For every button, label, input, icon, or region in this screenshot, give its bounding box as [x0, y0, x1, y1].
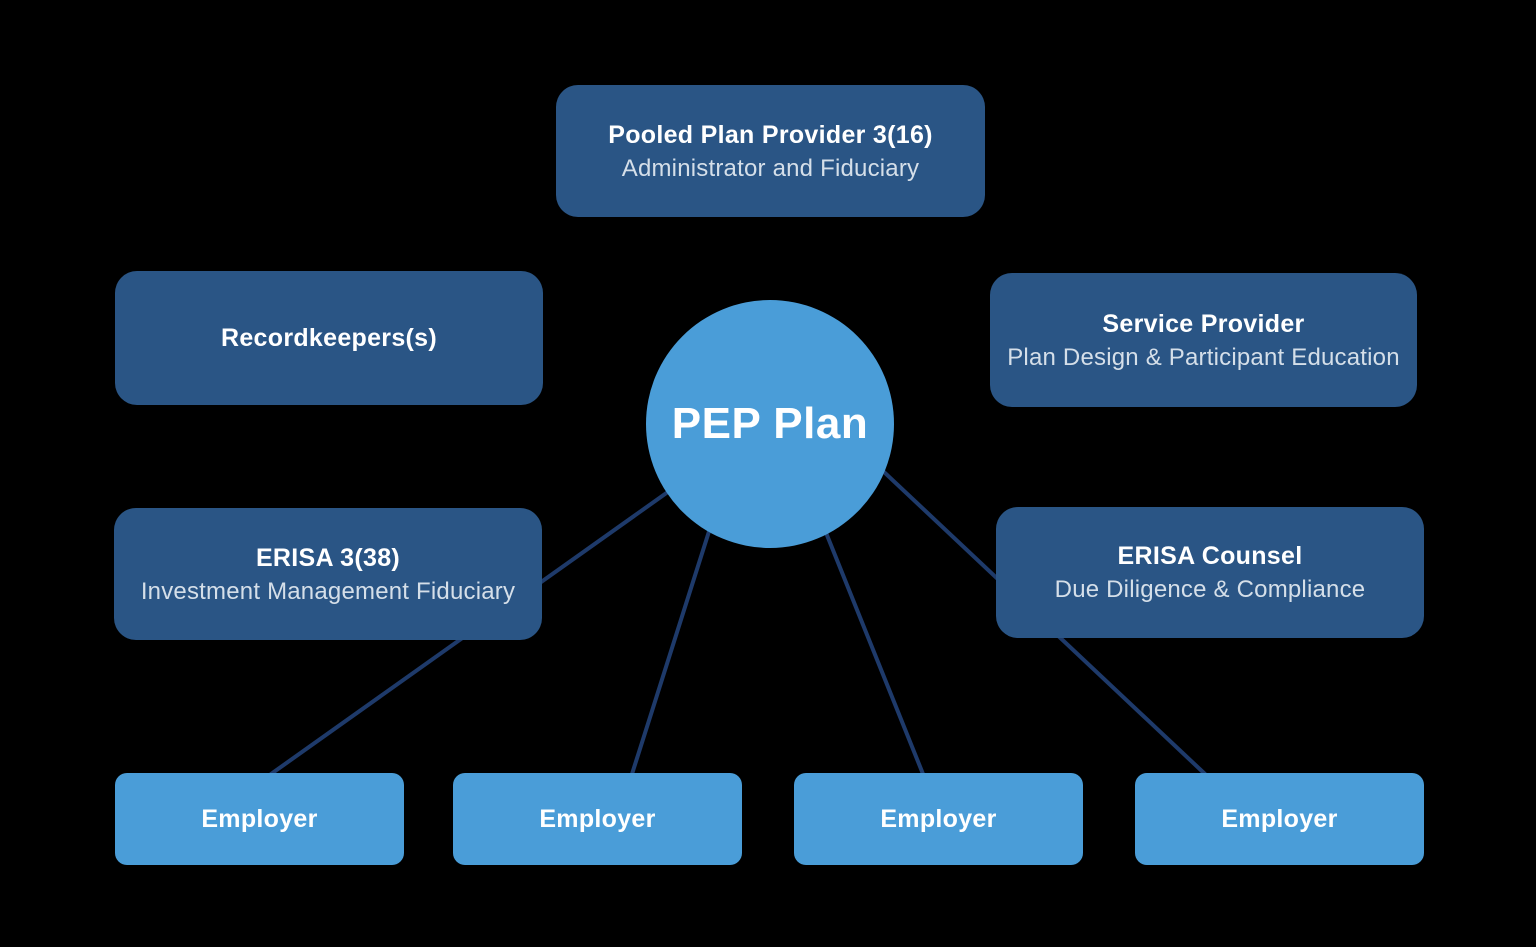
node-title: ERISA Counsel — [1117, 542, 1303, 570]
employer-label: Employer — [539, 804, 656, 833]
pep-plan-label: PEP Plan — [671, 399, 869, 448]
node-title: Service Provider — [1102, 309, 1305, 338]
node-subtitle: Administrator and Fiduciary — [621, 154, 920, 182]
node-service-provider: Service Provider Plan Design & Participa… — [990, 273, 1417, 407]
node-title: Pooled Plan Provider 3(16) — [608, 120, 933, 149]
node-subtitle: Plan Design & Participant Education — [1007, 343, 1400, 371]
node-subtitle: Due Diligence & Compliance — [1054, 576, 1366, 603]
employer-label: Employer — [1221, 804, 1338, 833]
node-employer-3: Employer — [794, 773, 1083, 865]
node-employer-1: Employer — [115, 773, 404, 865]
pep-plan-circle: PEP Plan — [646, 300, 894, 548]
node-erisa-counsel: ERISA Counsel Due Diligence & Compliance — [996, 507, 1424, 638]
node-employer-4: Employer — [1135, 773, 1424, 865]
node-pooled-plan-provider: Pooled Plan Provider 3(16) Administrator… — [556, 85, 985, 217]
node-subtitle: Investment Management Fiduciary — [140, 577, 516, 605]
node-title: Recordkeepers(s) — [220, 324, 437, 352]
employer-label: Employer — [201, 804, 318, 833]
node-title: ERISA 3(38) — [255, 543, 401, 572]
node-erisa-338: ERISA 3(38) Investment Management Fiduci… — [114, 508, 542, 640]
node-employer-2: Employer — [453, 773, 742, 865]
employer-label: Employer — [880, 804, 997, 833]
node-recordkeepers: Recordkeepers(s) — [115, 271, 543, 405]
